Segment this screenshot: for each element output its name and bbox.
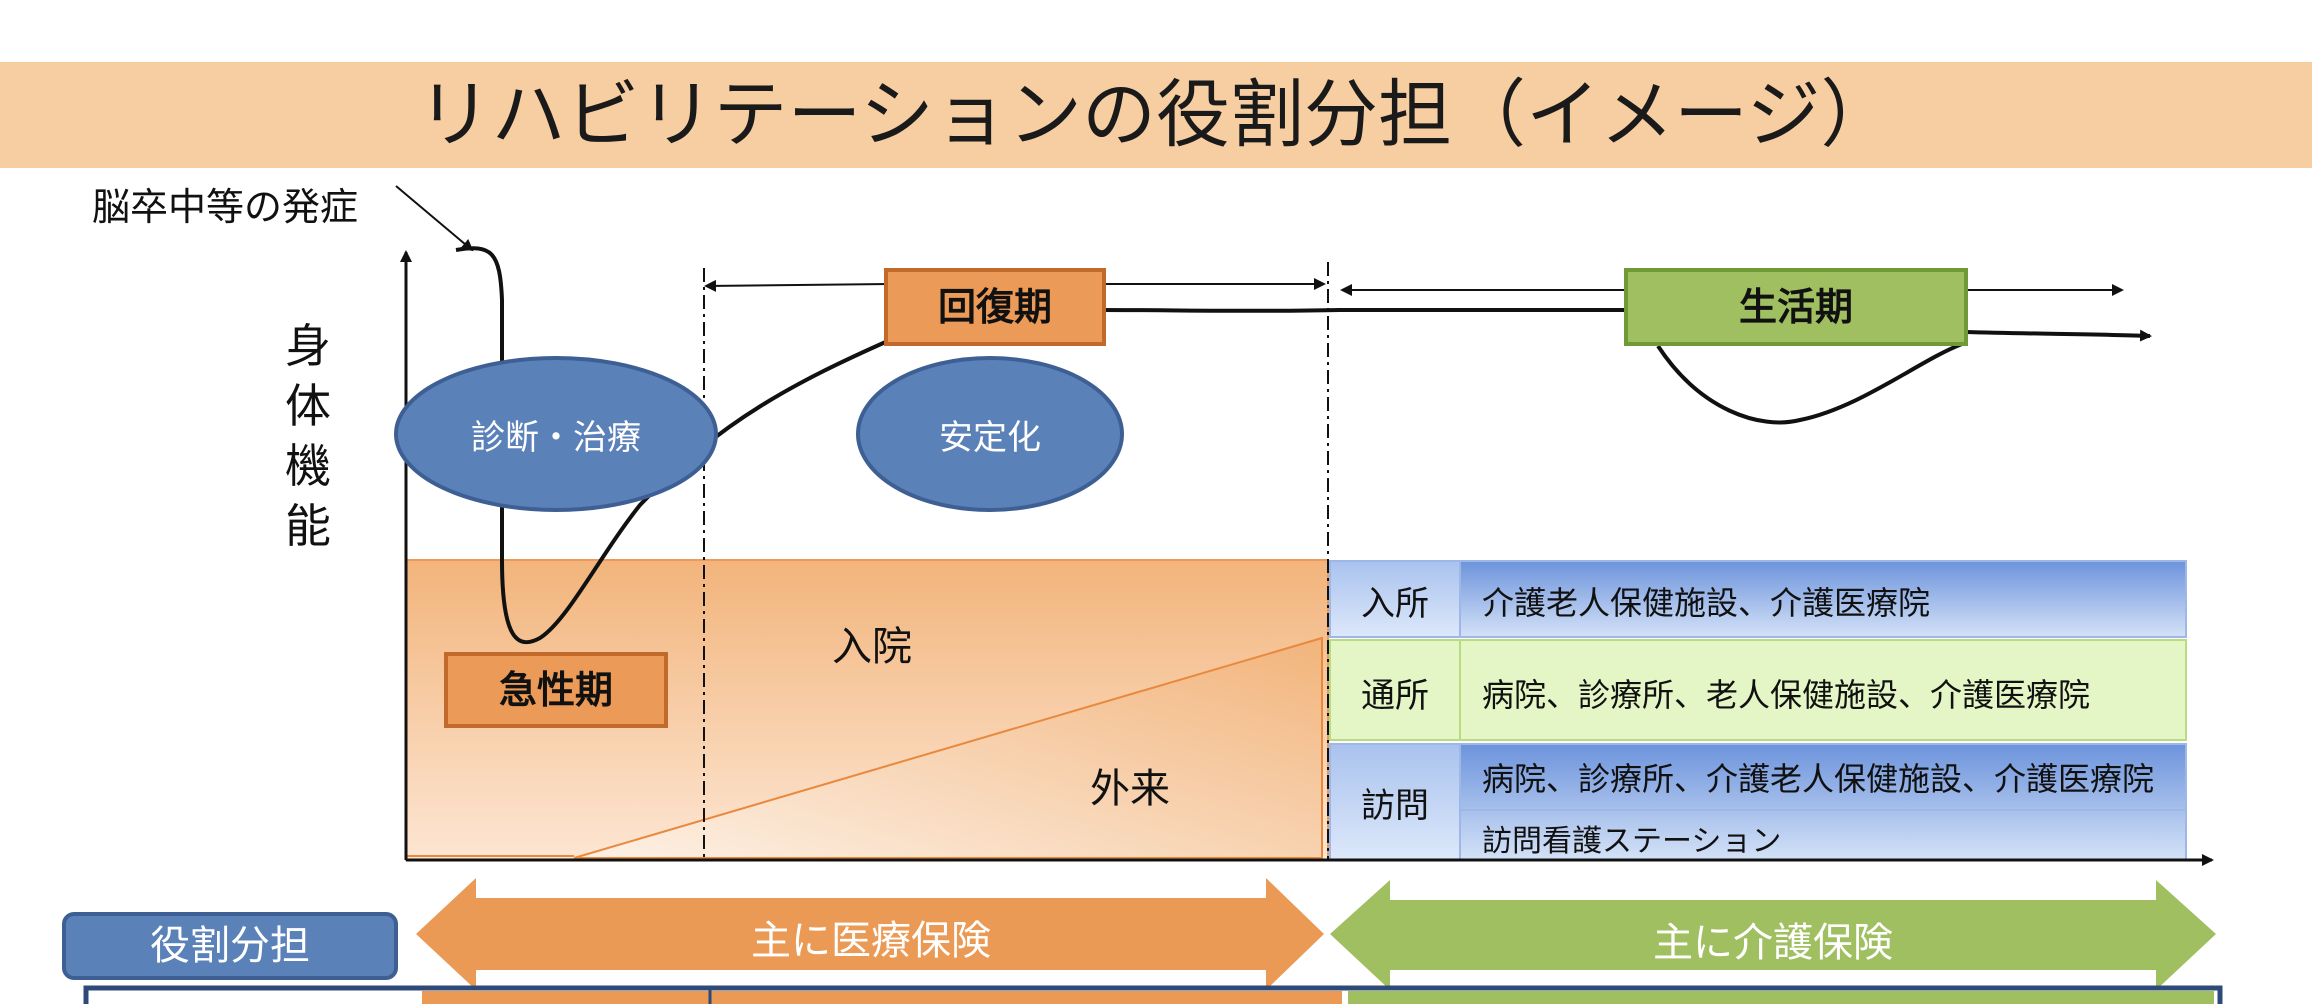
row-houmon-subtext: 訪問看護ステーション [1482, 824, 1782, 859]
row-tsusho-bg [1329, 639, 2187, 741]
row-houmon-bg [1329, 743, 2187, 861]
onset-label: 脳卒中等の発症 [92, 185, 359, 229]
diagnosis-ellipse [394, 356, 718, 512]
life-phase-box: 生活期 [1624, 268, 1968, 346]
outpatient-label: 外来 [1090, 766, 1170, 812]
stabilize-ellipse [856, 356, 1124, 512]
row-nyusho-label: 入所 [1361, 584, 1429, 624]
row-tsusho-label: 通所 [1361, 676, 1429, 716]
y-axis-label-char-4: 能 [285, 499, 331, 553]
row-nyusho-bg [1329, 560, 2187, 638]
y-axis-label-char-2: 体 [285, 379, 331, 433]
row-tsusho-text: 病院、診療所、老人保健施設、介護医療院 [1482, 676, 2091, 714]
acute-phase-box: 急性期 [444, 652, 668, 728]
page-title: リハビリテーションの役割分担（イメージ） [417, 72, 1895, 158]
function-curve [455, 246, 891, 645]
medical-insurance-arrow [416, 878, 1324, 990]
row-houmon-label: 訪問 [1361, 786, 1429, 826]
role-label: 役割分担 [62, 912, 398, 980]
diagnosis-label: 診断・治療 [471, 418, 641, 458]
y-axis-label-char-1: 身 [285, 319, 331, 373]
stabilize-label: 安定化 [939, 418, 1041, 458]
y-axis-label-char-3: 機 [285, 439, 331, 493]
medical-insurance-label: 主に医療保険 [751, 918, 991, 964]
recovery-phase-box: 回復期 [884, 268, 1106, 346]
care-insurance-label: 主に介護保険 [1653, 920, 1893, 966]
row-nyusho-text: 介護老人保健施設、介護医療院 [1482, 584, 1931, 622]
outpatient-area [573, 636, 1323, 859]
inpatient-label: 入院 [832, 624, 912, 670]
row-houmon-text: 病院、診療所、介護老人保健施設、介護医療院 [1482, 760, 2155, 798]
title-band [0, 62, 2312, 168]
care-insurance-arrow [1330, 880, 2216, 990]
